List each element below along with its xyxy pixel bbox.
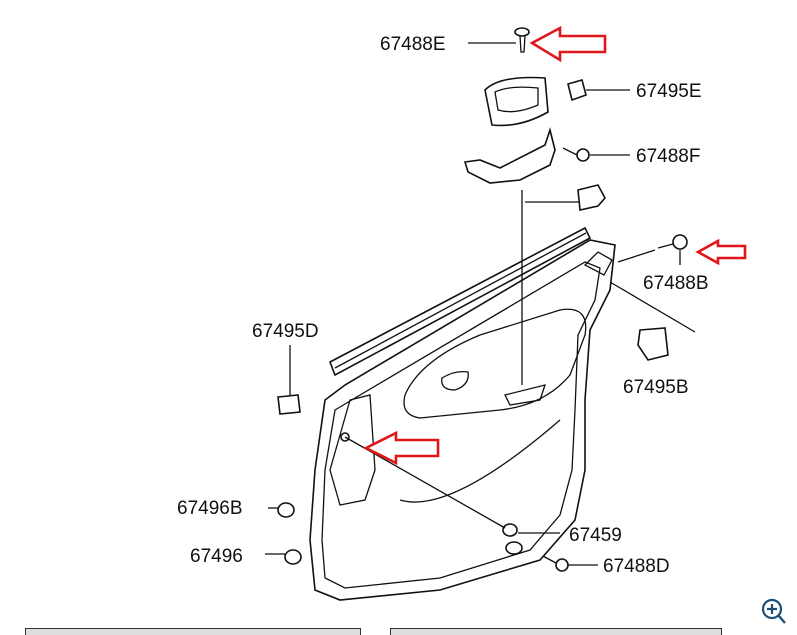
label-67495B: 67495B — [623, 377, 689, 398]
label-67488B: 67488B — [643, 273, 709, 294]
label-67488F: 67488F — [636, 146, 700, 167]
thumbnail-strip-left[interactable] — [25, 628, 361, 635]
label-67488D: 67488D — [603, 556, 670, 577]
label-67459: 67459 — [569, 525, 622, 546]
zoom-in-icon[interactable] — [760, 597, 790, 629]
clip-67496 — [284, 549, 302, 565]
screw-67488D — [542, 555, 569, 572]
label-67496: 67496 — [190, 546, 243, 567]
grommet-67459 — [502, 523, 523, 555]
thumbnail-strip-right[interactable] — [390, 628, 722, 635]
label-67488E: 67488E — [380, 34, 446, 55]
door-trim-panel — [309, 239, 616, 601]
window-switch — [577, 184, 606, 211]
label-67495E: 67495E — [636, 81, 702, 102]
screw-67488F — [562, 147, 590, 162]
label-67496B: 67496B — [177, 498, 243, 519]
weatherstrip — [328, 226, 592, 377]
highlight-arrow-panel-hole — [363, 430, 440, 466]
clip-67495B — [637, 327, 669, 361]
screw-67488B — [657, 234, 688, 250]
clip-67495D — [277, 394, 301, 415]
label-67495D: 67495D — [252, 321, 319, 342]
screw-67488E — [514, 27, 530, 53]
clip-67495E — [567, 79, 587, 102]
highlight-arrow-67488B — [695, 238, 747, 266]
clip-67496B — [277, 502, 295, 518]
highlight-arrow-67488E — [529, 25, 607, 63]
handle-bracket — [463, 127, 556, 184]
